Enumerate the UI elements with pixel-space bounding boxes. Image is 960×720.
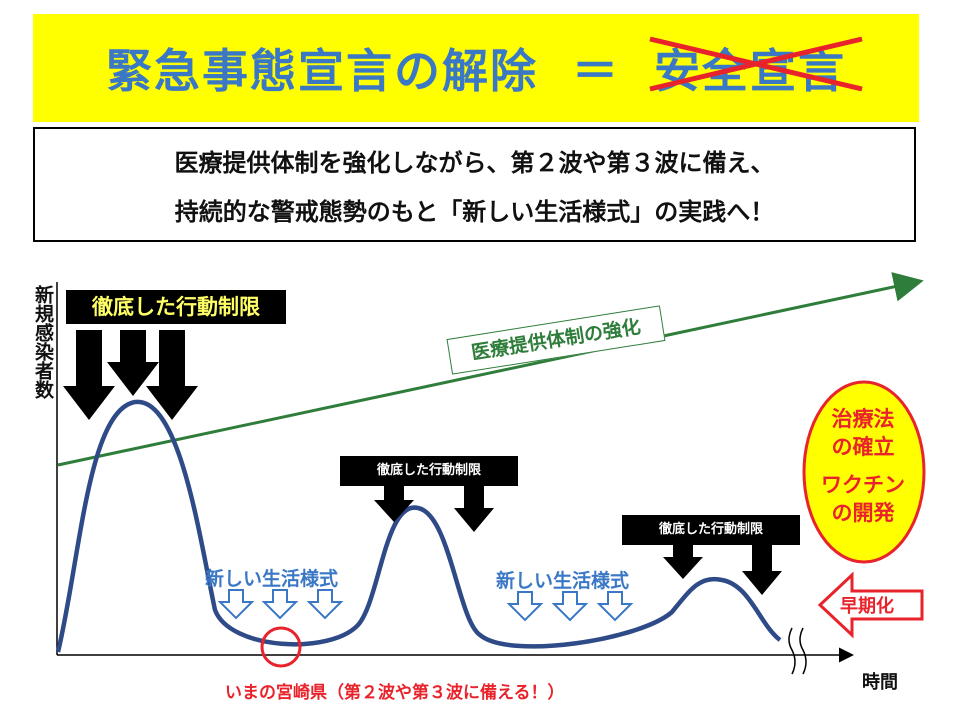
subtitle-box: 医療提供体制を強化しながら、第２波や第３波に備え、 持続的な警戒態勢のもと「新し… [33, 127, 916, 242]
vaccine-line-1: ワクチン [821, 473, 905, 497]
mid-down-arrows [374, 486, 494, 532]
action-label-right: 徹底した行動制限 [622, 515, 800, 545]
lifestyle-label-2: 新しい生活様式 [496, 570, 630, 592]
current-status-label: いまの宮崎県（第２波や第３波に備える！） [225, 683, 565, 703]
treatment-line-2: の確立 [831, 435, 895, 459]
banner-text: 緊急事態宣言の解除 ＝ 安全宣言 [33, 14, 919, 122]
early-arrow-icon [817, 571, 924, 639]
banner-equals: ＝ [572, 44, 620, 98]
treatment-vaccine-text: 治療法 の確立 ワクチン の開発 [808, 405, 918, 527]
right-down-arrows [663, 545, 782, 595]
banner-right-crossed: 安全宣言 [649, 35, 863, 101]
treatment-line-1: 治療法 [831, 407, 895, 431]
infection-curve [55, 399, 782, 653]
action-label-mid: 徹底した行動制限 [340, 456, 518, 486]
lifestyle-label-1: 新しい生活様式 [205, 568, 339, 590]
healthcare-trend-line [57, 272, 924, 467]
big-down-arrows [63, 330, 198, 420]
lifestyle-arrows-1 [217, 589, 344, 620]
y-axis-label: 新規感染者数 [32, 285, 54, 399]
lifestyle-arrows-2 [506, 591, 634, 622]
current-position-marker [260, 626, 302, 668]
action-label-big: 徹底した行動制限 [66, 290, 286, 324]
subtitle-line-2: 持続的な警戒態勢のもと「新しい生活様式」の実践へ！ [174, 197, 775, 226]
axis-break-icon [788, 627, 807, 675]
cross-out-icon [649, 36, 863, 92]
subtitle-line-1: 医療提供体制を強化しながら、第２波や第３波に備え、 [174, 148, 775, 177]
x-axis-label: 時間 [862, 672, 898, 693]
early-label: 早期化 [840, 596, 894, 617]
vaccine-line-2: の開発 [831, 501, 895, 525]
treatment-vaccine-oval [802, 380, 926, 564]
title-banner: 緊急事態宣言の解除 ＝ 安全宣言 [33, 14, 919, 122]
banner-left: 緊急事態宣言の解除 [106, 44, 538, 98]
